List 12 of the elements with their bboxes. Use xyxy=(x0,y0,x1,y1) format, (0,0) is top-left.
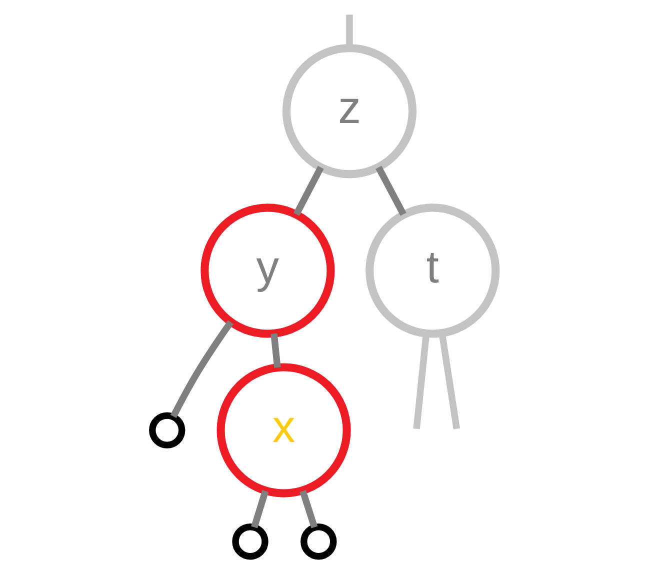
node-circle: y xyxy=(200,204,334,338)
node-circle xyxy=(300,524,336,560)
connector xyxy=(299,490,318,528)
node-circle: t xyxy=(365,204,500,338)
connector xyxy=(375,166,406,216)
node-circle xyxy=(148,412,185,448)
node-circle: x xyxy=(216,363,350,498)
connector xyxy=(250,490,268,528)
connector xyxy=(292,166,324,216)
node-circle: z xyxy=(282,44,416,178)
node-circle xyxy=(232,524,268,560)
connector xyxy=(170,320,233,418)
